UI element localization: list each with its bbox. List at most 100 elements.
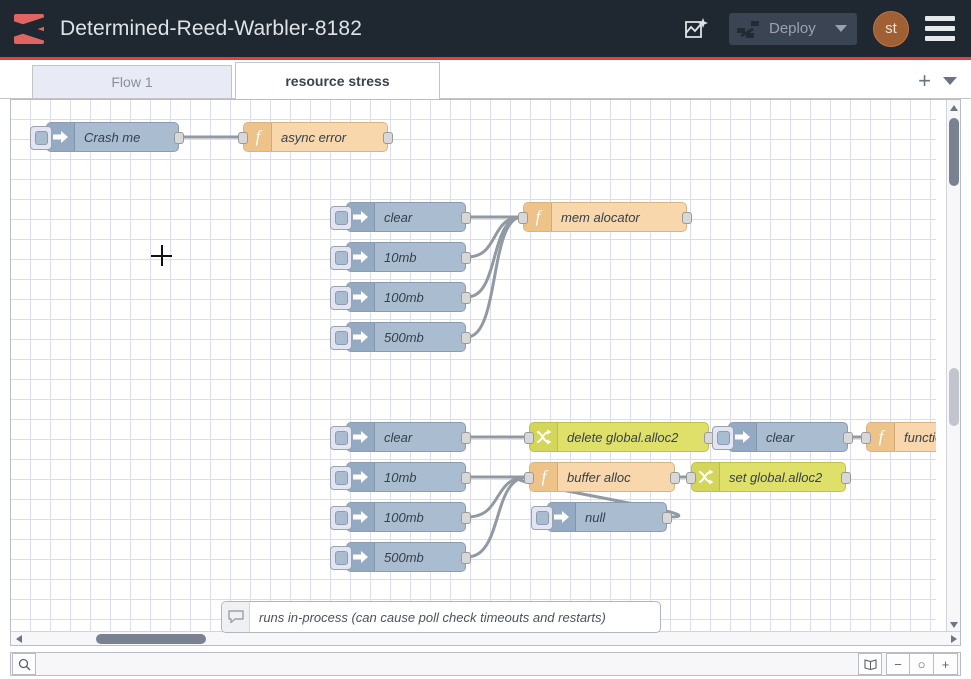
node-inject-500mb-2[interactable]: 500mb <box>346 542 466 572</box>
node-inject-500mb-1[interactable]: 500mb <box>346 322 466 352</box>
inject-trigger-button[interactable] <box>330 326 352 350</box>
scroll-down-arrow-icon[interactable] <box>950 622 958 628</box>
inject-trigger-button[interactable] <box>330 206 352 230</box>
change-swap-icon <box>692 463 720 491</box>
inject-trigger-button[interactable] <box>30 126 52 150</box>
node-delete-global-alloc2[interactable]: delete global.alloc2 <box>529 422 709 452</box>
inject-trigger-button[interactable] <box>330 426 352 450</box>
scroll-left-arrow-icon[interactable] <box>16 635 22 643</box>
node-crash-me[interactable]: Crash me <box>46 122 179 152</box>
deploy-button-label: Deploy <box>769 20 816 37</box>
node-label: Crash me <box>75 130 149 145</box>
node-output-port[interactable] <box>682 212 692 224</box>
scroll-up-arrow-icon[interactable] <box>950 105 958 111</box>
node-input-port[interactable] <box>861 432 871 444</box>
node-output-port[interactable] <box>461 212 471 224</box>
node-output-port[interactable] <box>461 552 471 564</box>
navigator-map-icon[interactable] <box>858 653 882 675</box>
node-output-port[interactable] <box>174 132 184 144</box>
node-label: mem alocator <box>552 210 649 225</box>
node-label: buffer alloc <box>558 470 640 485</box>
horizontal-scrollbar[interactable] <box>11 631 961 645</box>
node-label: delete global.alloc2 <box>558 430 687 445</box>
node-label: 500mb <box>375 550 433 565</box>
status-bar: − ○ + <box>10 652 961 676</box>
search-icon[interactable] <box>12 653 36 675</box>
node-output-port[interactable] <box>670 472 680 484</box>
node-async-error[interactable]: fasync error <box>243 122 388 152</box>
node-inject-100mb-2[interactable]: 100mb <box>346 502 466 532</box>
ai-flow-sparkle-icon[interactable] <box>679 12 713 46</box>
change-swap-icon <box>530 423 558 451</box>
zoom-in-button[interactable]: + <box>934 653 958 675</box>
node-output-port[interactable] <box>461 432 471 444</box>
function-f-icon: f <box>867 423 895 451</box>
node-inject-10mb-2[interactable]: 10mb <box>346 462 466 492</box>
tab-resource-stress[interactable]: resource stress <box>235 62 440 98</box>
inject-trigger-button[interactable] <box>330 546 352 570</box>
node-input-port[interactable] <box>686 472 696 484</box>
flow-tab-bar: Flow 1 resource stress + <box>0 60 971 99</box>
node-input-port[interactable] <box>518 212 528 224</box>
flow-canvas-container: Crash mefasync errorclear10mb100mb500mbf… <box>10 99 961 646</box>
node-output-port[interactable] <box>461 512 471 524</box>
node-input-port[interactable] <box>238 132 248 144</box>
node-inject-clear-1[interactable]: clear <box>346 202 466 232</box>
node-output-port[interactable] <box>461 252 471 264</box>
node-inject-null[interactable]: null <box>547 502 667 532</box>
hamburger-menu-icon[interactable] <box>925 16 955 41</box>
node-label: clear <box>375 210 421 225</box>
node-output-port[interactable] <box>843 432 853 444</box>
flow-list-chevron-down-icon[interactable] <box>943 77 957 85</box>
zoom-out-button[interactable]: − <box>886 653 910 675</box>
node-inject-100mb-1[interactable]: 100mb <box>346 282 466 312</box>
vertical-scroll-thumb[interactable] <box>949 118 959 186</box>
horizontal-scroll-thumb[interactable] <box>96 634 206 644</box>
scroll-right-arrow-icon[interactable] <box>951 635 957 643</box>
function-f-icon: f <box>524 203 552 231</box>
app-header: Determined-Reed-Warbler-8182 Deploy st <box>0 0 971 60</box>
inject-trigger-button[interactable] <box>330 246 352 270</box>
node-label: 10mb <box>375 250 426 265</box>
node-comment-node[interactable]: runs in-process (can cause poll check ti… <box>221 601 661 633</box>
node-red-logo <box>14 14 44 44</box>
svg-text:f: f <box>541 468 548 486</box>
page-title: Determined-Reed-Warbler-8182 <box>60 17 362 41</box>
zoom-reset-button[interactable]: ○ <box>910 653 934 675</box>
node-label: 500mb <box>375 330 433 345</box>
node-function-node[interactable]: ffunction <box>866 422 936 452</box>
node-inject-clear-3[interactable]: clear <box>728 422 848 452</box>
node-output-port[interactable] <box>461 472 471 484</box>
inject-trigger-button[interactable] <box>330 466 352 490</box>
vertical-scroll-thumb-secondary[interactable] <box>949 368 959 426</box>
node-output-port[interactable] <box>662 512 672 524</box>
function-f-icon: f <box>530 463 558 491</box>
node-output-port[interactable] <box>461 292 471 304</box>
avatar[interactable]: st <box>873 11 909 47</box>
node-mem-alocator[interactable]: fmem alocator <box>523 202 687 232</box>
inject-trigger-button[interactable] <box>330 286 352 310</box>
tab-flow-1[interactable]: Flow 1 <box>32 65 232 98</box>
inject-trigger-button[interactable] <box>712 426 734 450</box>
wire-layer <box>11 100 936 633</box>
node-inject-clear-2[interactable]: clear <box>346 422 466 452</box>
tab-bar-actions: + <box>918 70 957 92</box>
vertical-scrollbar[interactable] <box>946 100 960 633</box>
node-output-port[interactable] <box>841 472 851 484</box>
deploy-button[interactable]: Deploy <box>729 13 857 45</box>
node-output-port[interactable] <box>461 332 471 344</box>
inject-trigger-button[interactable] <box>330 506 352 530</box>
inject-trigger-button[interactable] <box>531 506 553 530</box>
node-input-port[interactable] <box>524 472 534 484</box>
deploy-chevron-down-icon[interactable] <box>835 25 847 32</box>
node-label: async error <box>272 130 355 145</box>
header-actions: Deploy st <box>679 11 955 47</box>
node-set-global-alloc2[interactable]: set global.alloc2 <box>691 462 846 492</box>
node-output-port[interactable] <box>383 132 393 144</box>
node-buffer-alloc[interactable]: f buffer alloc <box>529 462 675 492</box>
flow-canvas[interactable]: Crash mefasync errorclear10mb100mb500mbf… <box>11 100 936 633</box>
add-flow-plus-icon[interactable]: + <box>918 70 931 92</box>
node-inject-10mb-1[interactable]: 10mb <box>346 242 466 272</box>
node-input-port[interactable] <box>524 432 534 444</box>
